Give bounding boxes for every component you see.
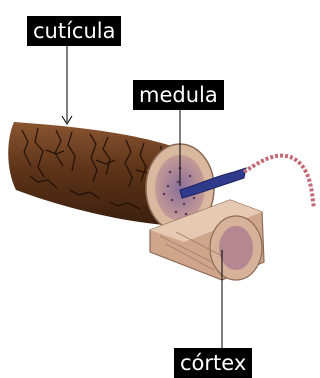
label-medula: medula bbox=[133, 80, 224, 110]
label-cortex: córtex bbox=[174, 348, 252, 378]
label-cuticula: cutícula bbox=[27, 16, 121, 46]
fibril-strand bbox=[244, 156, 314, 208]
